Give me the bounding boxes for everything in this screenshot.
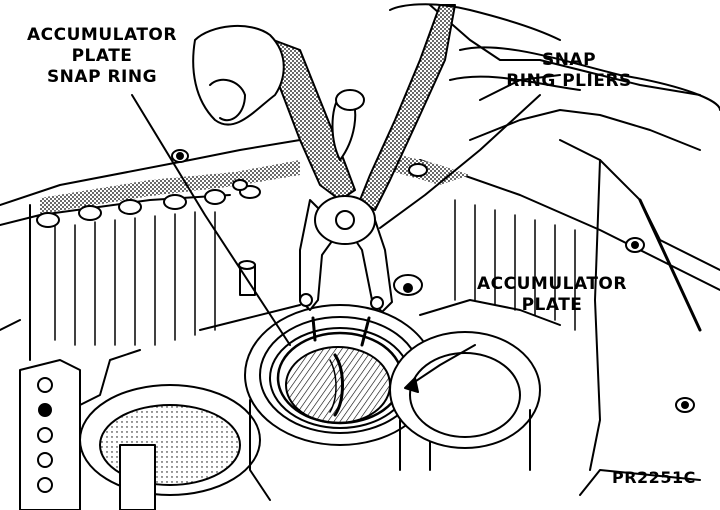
leader-plate — [409, 344, 476, 386]
case-ribs — [54, 199, 576, 346]
right-bore — [389, 331, 541, 471]
leader-lines — [131, 94, 541, 393]
code-underline — [579, 469, 701, 496]
label-accumulator-plate-snap-ring: ACCUMULATOR PLATE SNAP RING — [14, 25, 190, 88]
label-accumulator-plate: ACCUMULATOR PLATE — [462, 274, 642, 316]
label-line: ACCUMULATOR — [27, 25, 177, 45]
case-flange-shading — [40, 160, 300, 214]
label-line: RING PLIERS — [506, 71, 632, 91]
figure-code: PR2251C — [612, 468, 696, 487]
left-bore — [79, 384, 261, 510]
accumulator-plate — [285, 346, 391, 424]
leader-pliers — [379, 94, 541, 229]
label-line: SNAP RING — [46, 67, 158, 87]
flange-bolt-holes — [36, 149, 695, 413]
label-snap-ring-pliers: SNAP RING PLIERS — [496, 50, 642, 92]
label-line: PLATE — [71, 46, 133, 66]
label-line: SNAP — [541, 50, 597, 70]
label-line: PLATE — [521, 295, 583, 315]
snap-ring-pliers — [259, 4, 456, 347]
label-line: ACCUMULATOR — [477, 274, 627, 294]
leader-snap-ring — [131, 94, 291, 346]
technician-hands — [192, 3, 720, 126]
